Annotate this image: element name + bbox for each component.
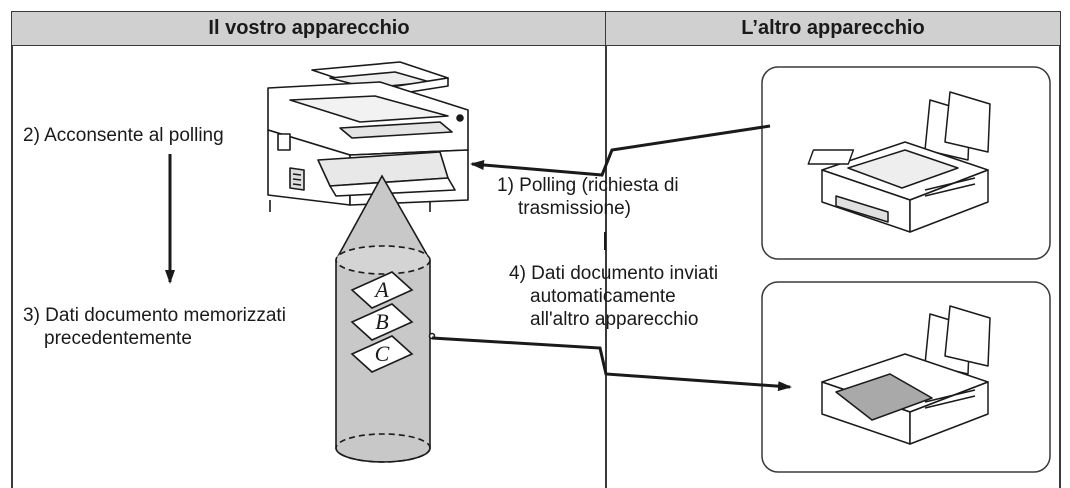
label-step4: 4) Dati documento inviati automaticament… [509, 262, 718, 331]
label-step1-line1: 1) Polling (richiesta di [497, 175, 679, 196]
label-step2: 2) Acconsente al polling [23, 125, 224, 146]
label-step3-line1: 3) Dati documento memorizzati [23, 305, 286, 326]
label-step1: 1) Polling (richiesta di trasmissione) [497, 174, 679, 220]
frame-right-border [1059, 11, 1061, 488]
label-step4-line2: automaticamente [530, 286, 676, 307]
label-step3-line2: precedentemente [44, 328, 192, 349]
header-your-machine: Il vostro apparecchio [11, 11, 607, 46]
data-sent-arrow [431, 336, 792, 392]
label-step1-line2: trasmissione) [518, 198, 631, 219]
memory-page-c: C [375, 341, 390, 366]
polling-request-arrow [470, 124, 771, 177]
frame-left-border [11, 11, 13, 488]
memory-storage-icon [335, 174, 436, 463]
remote-fax-machine-bottom-icon [821, 305, 991, 445]
label-step4-line1: 4) Dati documento inviati [509, 263, 719, 284]
memory-page-a: A [373, 277, 389, 302]
remote-fax-machine-top-icon [807, 91, 991, 233]
header-other-machine: L’altro apparecchio [605, 11, 1061, 46]
label-step3: 3) Dati documento memorizzati precedente… [23, 304, 286, 350]
memory-page-b: B [375, 309, 388, 334]
label-step4-line3: all'altro apparecchio [530, 309, 699, 330]
copier-machine-icon [267, 61, 469, 212]
